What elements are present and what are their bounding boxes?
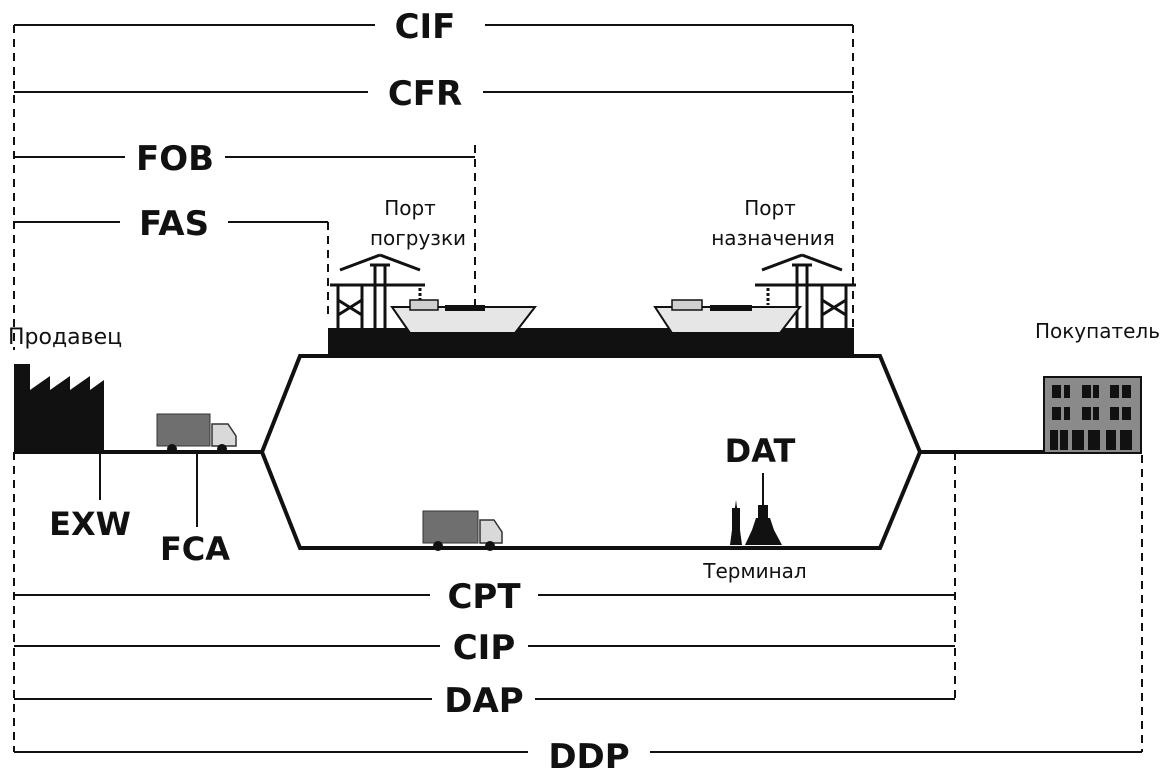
truck-icon — [156, 413, 237, 454]
fas-label: FAS — [139, 204, 209, 244]
cfr-label: CFR — [388, 74, 462, 114]
fas-range: FAS — [14, 204, 329, 320]
seller-label: Продавец — [8, 325, 122, 350]
terminal-icon — [730, 500, 782, 545]
terminal-label: Терминал — [702, 559, 806, 583]
cpt-range: CPT — [14, 577, 955, 617]
crane-icon — [755, 253, 856, 328]
fob-label: FOB — [136, 139, 214, 179]
cif-label: CIF — [395, 7, 456, 47]
dat-label: DAT — [725, 432, 796, 470]
ddp-range: DDP — [14, 737, 1142, 771]
building-icon — [1043, 376, 1142, 454]
crane-icon — [330, 253, 425, 328]
port-destination-label-2: назначения — [711, 226, 835, 250]
fca-label: FCA — [160, 530, 230, 568]
ddp-label: DDP — [548, 737, 629, 771]
fob-range: FOB — [14, 139, 476, 310]
dap-range: DAP — [14, 681, 955, 721]
dap-label: DAP — [444, 681, 523, 721]
cpt-label: CPT — [447, 577, 521, 617]
ship-icon — [390, 299, 538, 334]
port-loading-label-1: Порт — [384, 196, 436, 220]
truck-icon — [422, 510, 503, 551]
cif-range: CIF — [13, 7, 854, 350]
cip-range: CIP — [14, 628, 955, 668]
port-destination-label-1: Порт — [744, 196, 796, 220]
route-outline — [14, 354, 1142, 550]
factory-icon — [14, 364, 104, 452]
port-loading-label-2: погрузки — [370, 226, 466, 250]
cip-label: CIP — [453, 628, 516, 668]
buyer-label: Покупатель — [1035, 319, 1160, 343]
ship-icon — [653, 299, 803, 334]
exw-label: EXW — [49, 505, 131, 543]
cfr-range: CFR — [14, 74, 853, 114]
